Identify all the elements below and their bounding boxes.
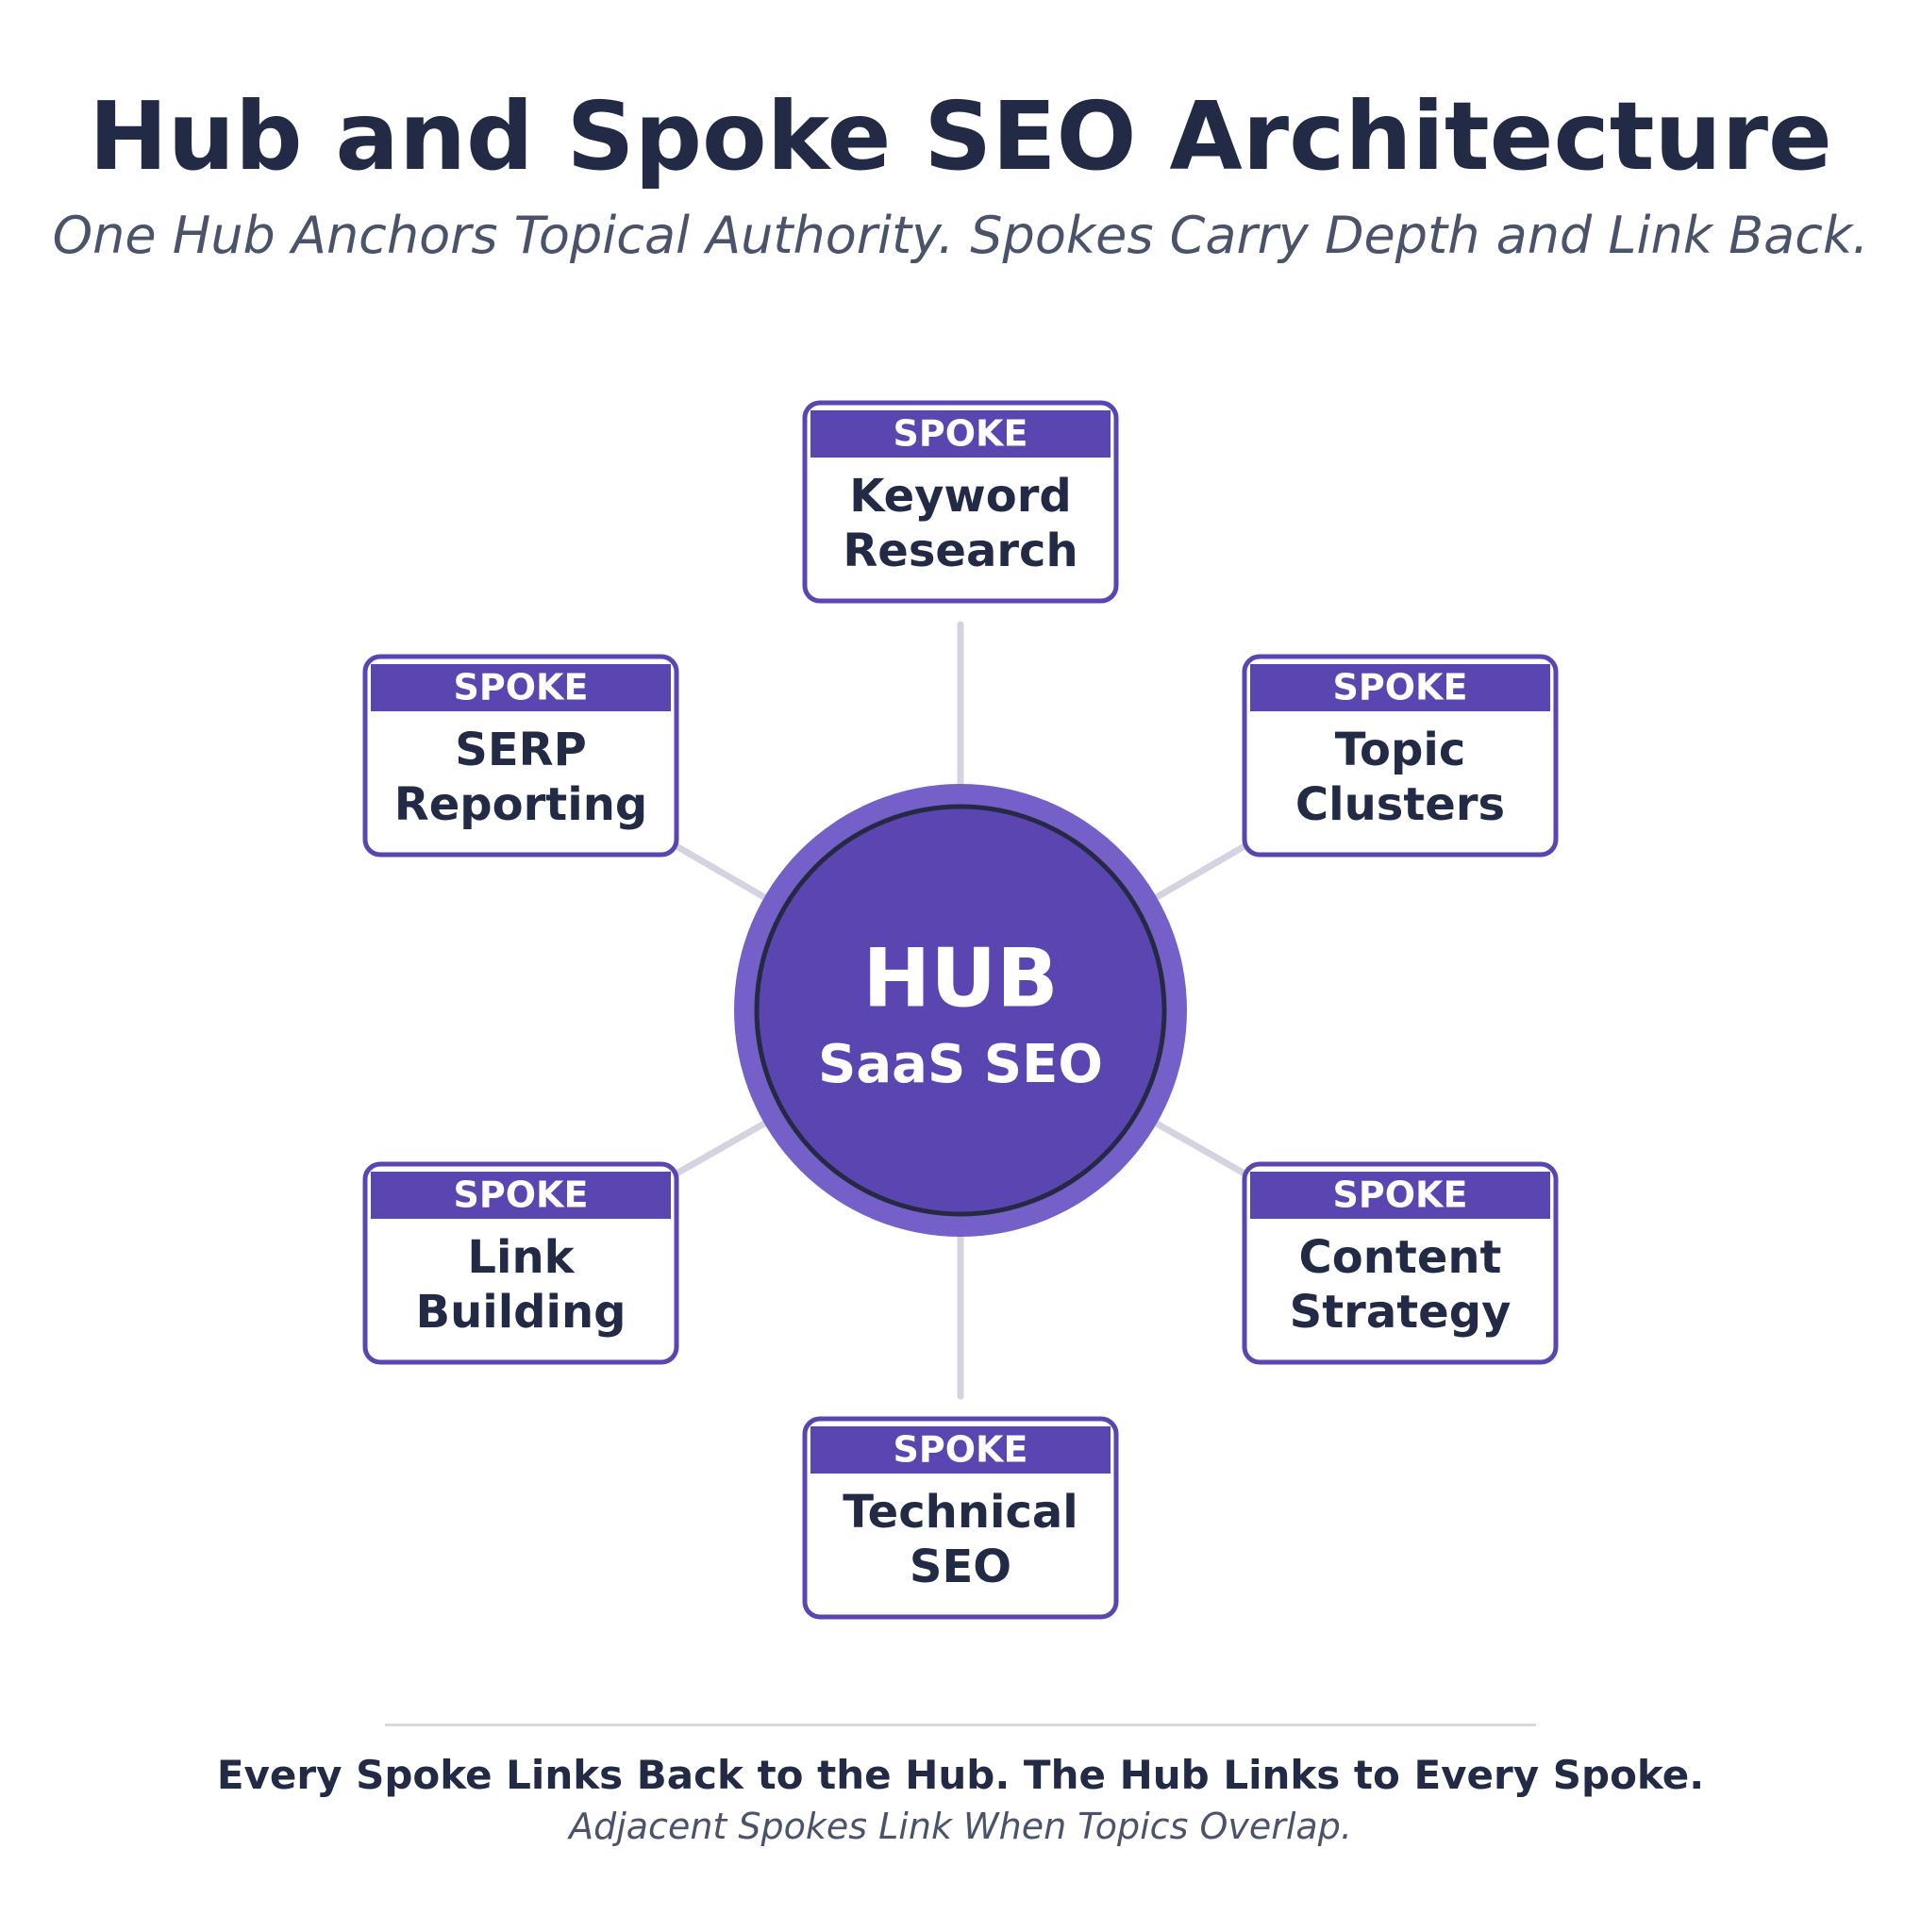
spoke-title-line: Building [415,1286,626,1339]
connector-line [1153,1120,1248,1177]
spoke-title-line: Clusters [1295,778,1505,831]
spoke-title-line: Topic [1335,724,1466,776]
hub-node: HUB SaaS SEO [734,784,1187,1237]
footer-main-text: Every Spoke Links Back to the Hub. The H… [216,1752,1705,1798]
hub-topic: SaaS SEO [818,1034,1103,1095]
spoke-title-line: Technical [843,1486,1077,1539]
spoke-title-line: SEO [910,1541,1011,1593]
spoke-tag: SPOKE [454,667,589,708]
spoke-card-header [1250,1172,1550,1219]
spoke-card-border [802,1416,1119,1620]
spoke-title-line: Keyword [849,470,1072,523]
footer-divider [385,1724,1536,1726]
spoke-title-line: Link [467,1231,575,1284]
connector-line [673,842,768,901]
spoke-card-border [802,400,1119,604]
connector-line [1153,842,1248,901]
spoke-title-line: Reporting [394,778,647,831]
spoke-title-line: Research [843,525,1077,577]
spoke-tag: SPOKE [1333,1174,1468,1216]
spoke-card-border [362,1161,679,1365]
hub-label: HUB [862,931,1058,1025]
spoke-tag: SPOKE [894,1429,1028,1471]
spoke-card-header [810,410,1111,458]
spoke-tag: SPOKE [894,413,1028,455]
spoke-card-border [1242,654,1559,858]
connectors [673,621,1248,1400]
connector-line [673,1120,768,1177]
diagram-subtitle: One Hub Anchors Topical Authority. Spoke… [52,206,1869,265]
diagram-title: Hub and Spoke SEO Architecture [89,81,1832,192]
spoke-card-border [362,654,679,858]
spoke-title-line: SERP [455,724,587,776]
spoke-tag: SPOKE [1333,667,1468,708]
footer-sub-text: Adjacent Spokes Link When Topics Overlap… [569,1806,1352,1847]
spoke-card-header [371,664,671,711]
spoke-card-border [1242,1161,1559,1365]
spoke-tag: SPOKE [454,1174,589,1216]
hub-inner-circle [754,804,1167,1217]
spoke-card-header [1250,664,1550,711]
spoke-card-header [371,1172,671,1219]
spokes: SPOKEKeywordResearchSPOKETopicClustersSP… [362,400,1559,1620]
spoke-title-line: Content [1299,1231,1502,1284]
spoke-title-line: Strategy [1290,1286,1512,1339]
spoke-card-header [810,1426,1111,1474]
